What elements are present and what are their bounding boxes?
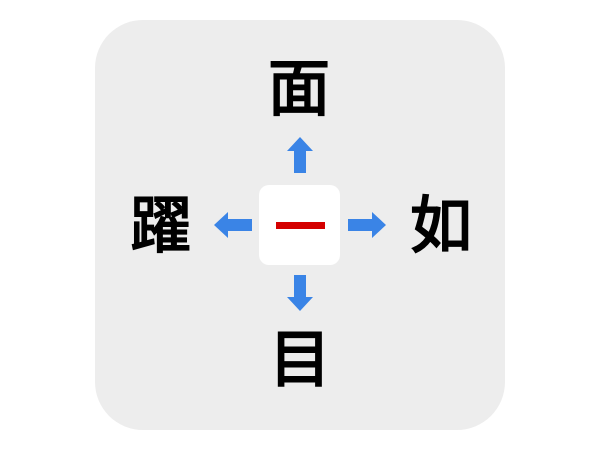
arrow-up-icon xyxy=(287,137,313,173)
kanji-bottom: 目 xyxy=(268,323,331,396)
arrow-left-icon xyxy=(214,212,252,238)
answer-mark-bar xyxy=(276,222,325,229)
answer-box[interactable] xyxy=(259,185,340,265)
kanji-top: 面 xyxy=(267,52,330,125)
kanji-left: 躍 xyxy=(129,189,192,262)
arrow-right-icon xyxy=(348,212,386,238)
arrow-down-icon xyxy=(287,275,313,311)
kanji-right: 如 xyxy=(409,189,472,262)
